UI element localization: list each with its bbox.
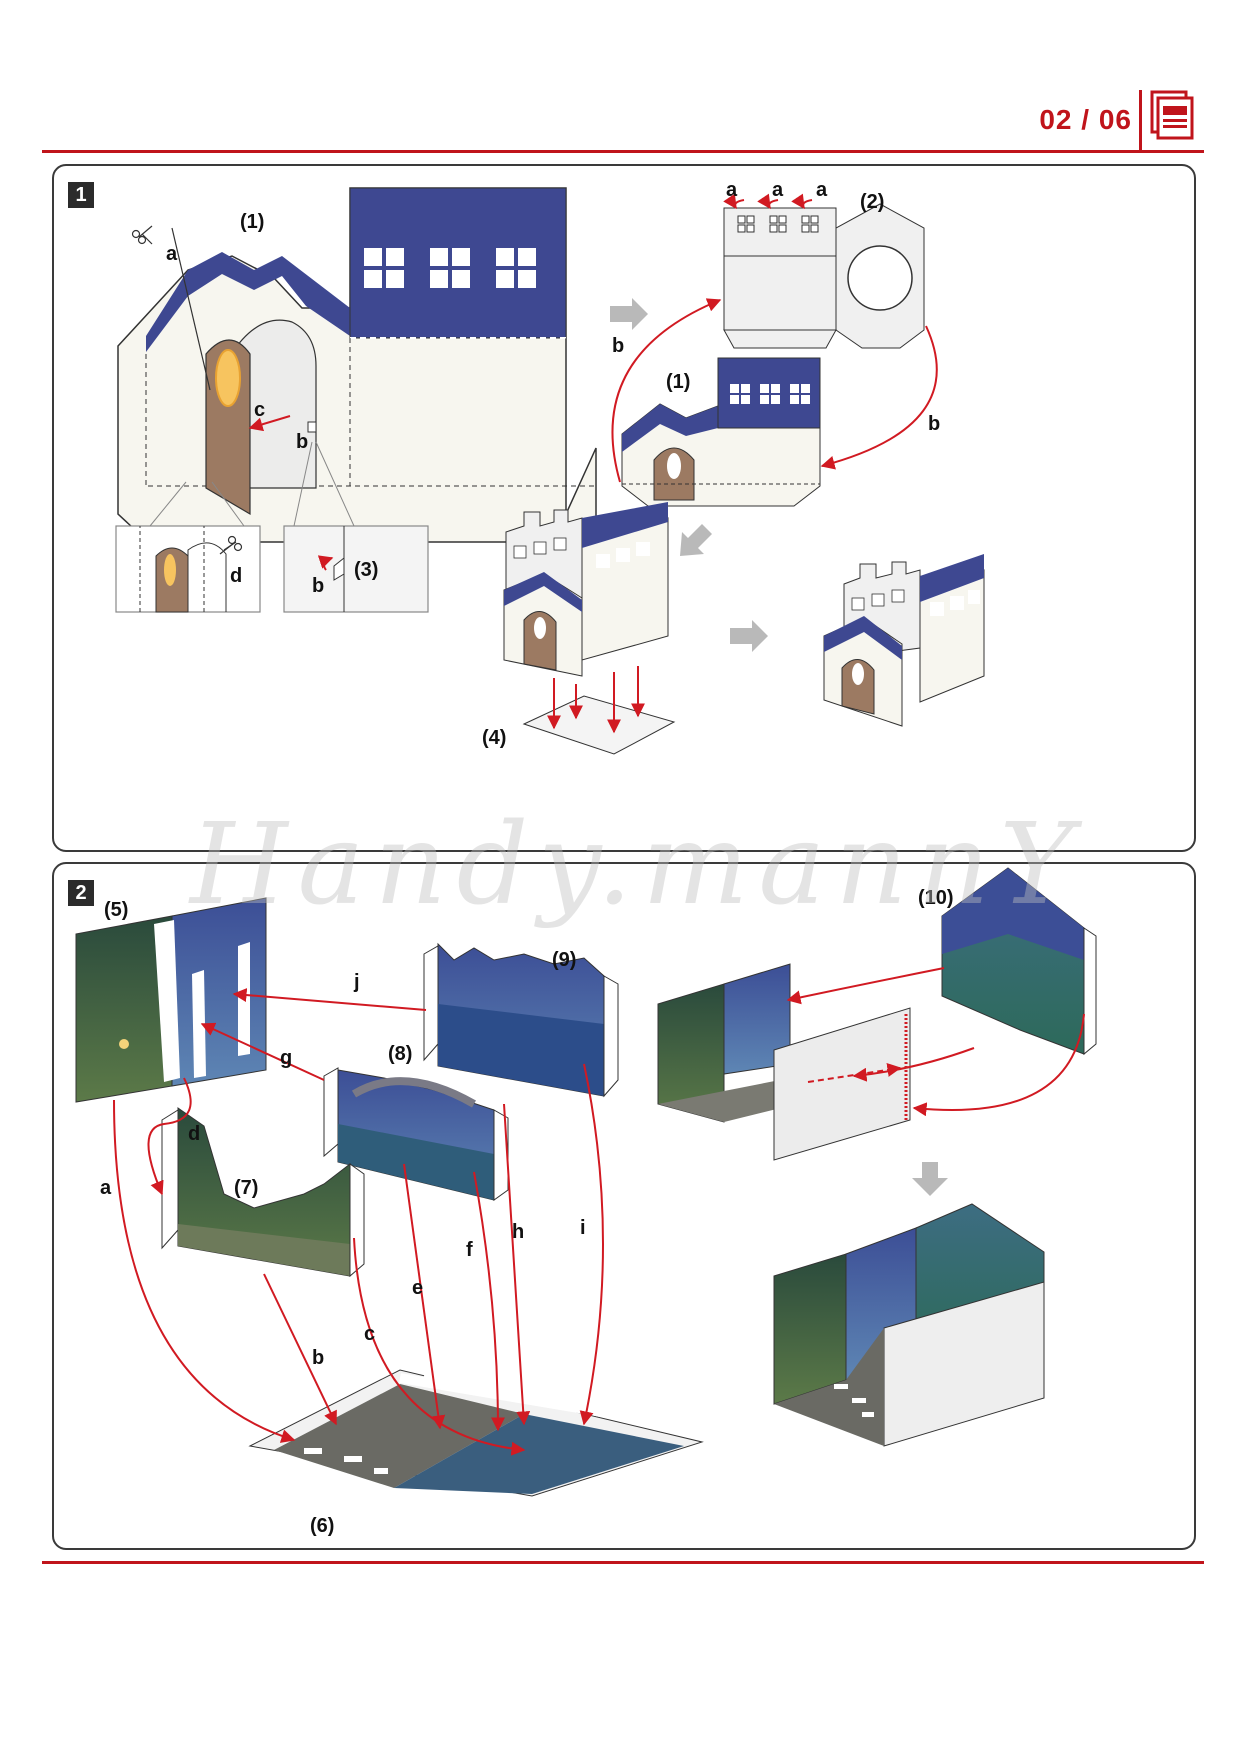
label-part-10: (10) <box>918 887 954 909</box>
label-a2: a <box>772 179 784 201</box>
label-part-1: (1) <box>240 211 264 233</box>
step-1-panel: 1 <box>52 164 1196 852</box>
label-b-detail: b <box>312 575 324 597</box>
label-part-9: (9) <box>552 949 576 971</box>
label-b: b <box>312 1347 324 1369</box>
base-panel-6 <box>248 1369 704 1497</box>
label-a3: a <box>816 179 828 201</box>
next-arrow-icon-2 <box>730 620 768 652</box>
scissors-icon <box>219 535 243 555</box>
assembly-arrows <box>113 988 604 1456</box>
step-1-badge: 1 <box>68 182 94 208</box>
house-template-large <box>117 187 597 543</box>
diorama-in-progress <box>657 963 911 1161</box>
label-part-7: (7) <box>234 1177 258 1199</box>
scissors-icon <box>131 225 153 245</box>
label-j: j <box>353 971 360 993</box>
step-1-illustration: (1) a c b d b (3) <box>115 179 985 755</box>
label-d: d <box>188 1123 200 1145</box>
label-a-cut: a <box>166 243 178 265</box>
step-2-illustration: (5) (9) (8) (7) <box>75 867 1097 1537</box>
label-a1: a <box>726 179 738 201</box>
down-arrow-icon <box>912 1162 948 1196</box>
header-separator <box>1139 90 1142 150</box>
assembled-house-bottom-fitting <box>503 502 676 755</box>
label-a: a <box>100 1177 112 1199</box>
page-number: 02 / 06 <box>1039 104 1132 135</box>
label-c: c <box>254 399 265 421</box>
house-template-small <box>621 357 821 507</box>
label-e: e <box>412 1277 423 1299</box>
label-part-3: (3) <box>354 559 378 581</box>
label-b-left: b <box>612 335 624 357</box>
detail-door-cut <box>115 481 261 613</box>
finished-diorama <box>773 1203 1045 1447</box>
header-rule <box>42 150 1204 153</box>
instruction-sheet-icon <box>1150 90 1196 145</box>
bridge-panel-8 <box>323 1067 509 1201</box>
label-part-1-small: (1) <box>666 371 690 393</box>
next-arrow-icon <box>610 298 648 330</box>
label-part-6: (6) <box>310 1515 334 1537</box>
step-2-panel: 2 (5) <box>52 862 1196 1550</box>
label-part-5: (5) <box>104 899 128 921</box>
footer-rule <box>42 1561 1204 1564</box>
detail-tab-fold <box>283 441 429 613</box>
label-h: h <box>512 1221 524 1243</box>
tower-piece <box>723 193 925 349</box>
down-left-arrow-icon <box>680 524 712 556</box>
finished-house <box>823 554 985 727</box>
label-b-right: b <box>928 413 940 435</box>
label-c: c <box>364 1323 375 1345</box>
river-panel-9 <box>423 942 619 1098</box>
sky-panel-10 <box>941 867 1097 1056</box>
label-i: i <box>580 1217 586 1239</box>
label-d: d <box>230 565 242 587</box>
label-f: f <box>466 1239 473 1261</box>
label-part-8: (8) <box>388 1043 412 1065</box>
step-2-badge: 2 <box>68 880 94 906</box>
label-part-2: (2) <box>860 191 884 213</box>
label-part-4: (4) <box>482 727 506 749</box>
back-panel-5 <box>75 897 267 1103</box>
forest-panel-7 <box>161 1107 365 1278</box>
label-b-tab: b <box>296 431 308 453</box>
label-g: g <box>280 1047 292 1069</box>
